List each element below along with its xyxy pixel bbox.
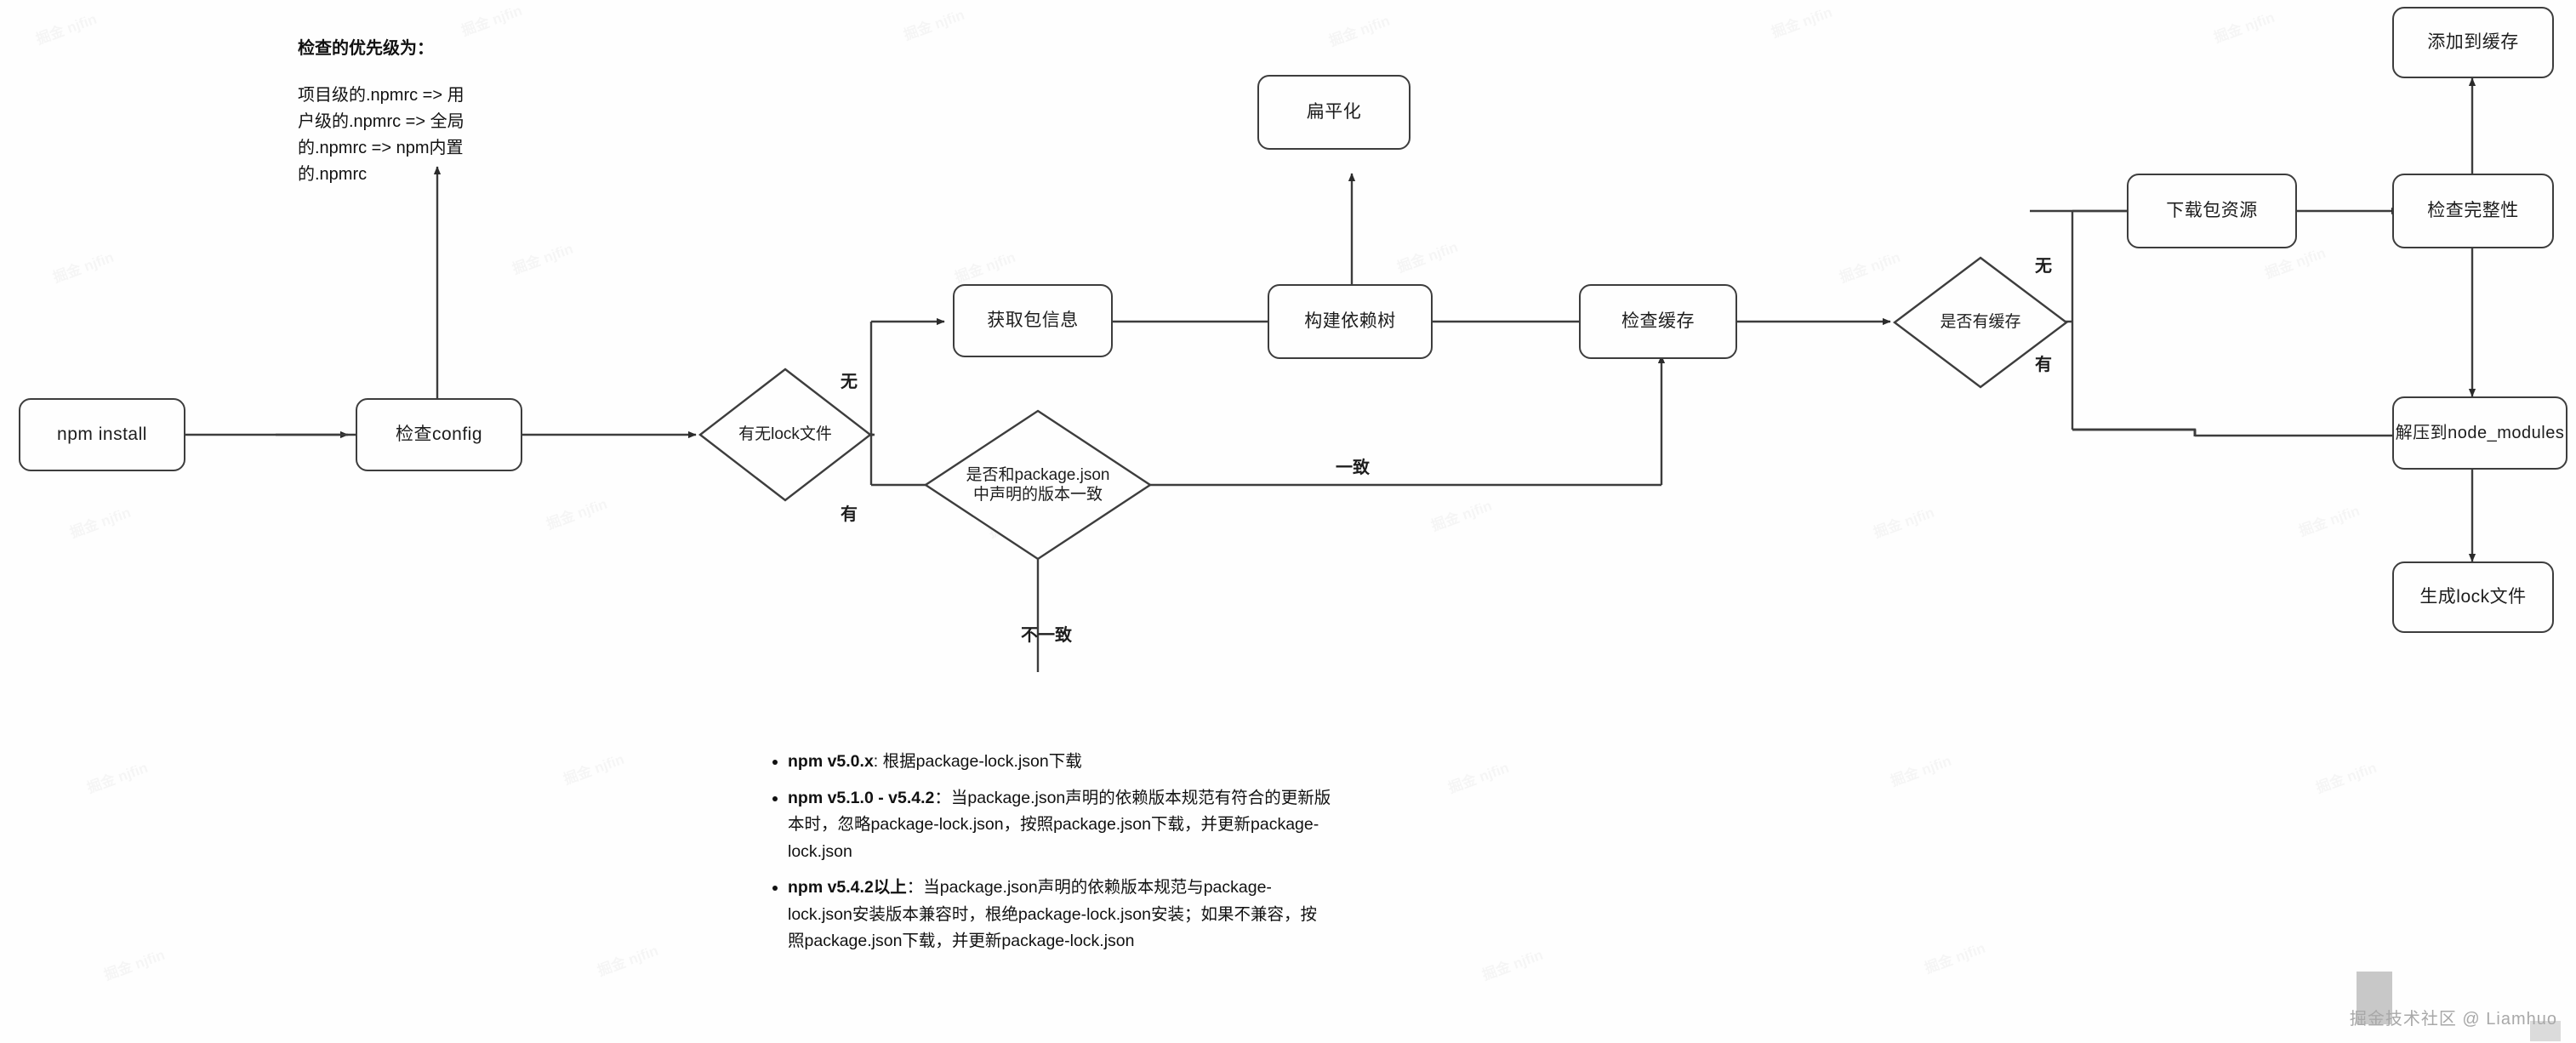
watermark-text: 掘金技术社区 @ Liamhuo [2349, 1010, 2557, 1029]
node-check-cache[interactable]: 检查缓存 [1579, 284, 1737, 359]
watermark-block [2357, 972, 2392, 1024]
decision-label-line2: 中声明的版本一致 [972, 486, 1103, 504]
background-watermark: 掘金 njfin [100, 943, 168, 984]
background-watermark: 掘金 njfin [2210, 5, 2277, 47]
node-label: 构建依赖树 [1304, 311, 1396, 331]
node-label: 添加到缓存 [2427, 31, 2519, 52]
background-watermark: 掘金 njfin [509, 237, 576, 278]
background-watermark: 掘金 njfin [2295, 499, 2362, 540]
background-watermark: 掘金 njfin [2312, 755, 2379, 797]
decision-label-line1: 是否和package.json [966, 465, 1110, 484]
background-watermark: 掘金 njfin [1870, 500, 1937, 542]
background-watermark: 掘金 njfin [1887, 749, 1954, 790]
node-label: 扁平化 [1306, 101, 1362, 122]
list-item-version: npm v5.4.2以上 [788, 878, 907, 898]
decision-has-cache[interactable]: 是否有缓存 [1892, 255, 2069, 390]
background-watermark: 掘金 njfin [66, 500, 134, 542]
node-label: 下载包资源 [2166, 200, 2258, 220]
node-extract-to-node-modules[interactable]: 解压到node_modules [2392, 396, 2567, 470]
list-item: npm v5.0.x: 根据package-lock.json下载 [788, 749, 1332, 776]
node-download-package[interactable]: 下载包资源 [2127, 174, 2297, 248]
watermark-block [2530, 1021, 2561, 1041]
decision-label: 有无lock文件 [738, 425, 832, 444]
node-add-to-cache[interactable]: 添加到缓存 [2392, 7, 2554, 78]
decision-label: 是否有缓存 [1940, 313, 2021, 332]
node-label: 检查完整性 [2427, 200, 2519, 220]
background-watermark: 掘金 njfin [1393, 235, 1461, 276]
background-watermark: 掘金 njfin [951, 245, 1018, 287]
background-watermark: 掘金 njfin [900, 3, 967, 44]
decision-has-lock-file[interactable]: 有无lock文件 [698, 367, 873, 503]
background-watermark: 掘金 njfin [458, 0, 525, 40]
background-watermark: 掘金 njfin [32, 7, 100, 48]
background-watermark: 掘金 njfin [83, 755, 151, 797]
node-generate-lock-file[interactable]: 生成lock文件 [2392, 561, 2554, 633]
diamond-shape [1893, 256, 2068, 389]
node-label: 检查缓存 [1621, 311, 1695, 331]
background-watermark: 掘金 njfin [49, 245, 117, 287]
edge-label-cache-none: 无 [2035, 257, 2052, 276]
node-check-integrity[interactable]: 检查完整性 [2392, 174, 2554, 248]
background-watermark: 掘金 njfin [1479, 943, 1546, 984]
list-item-version: npm v5.0.x [788, 752, 874, 771]
list-item-desc: : 根据package-lock.json下载 [873, 752, 1082, 771]
node-label: 获取包信息 [987, 310, 1079, 330]
background-watermark: 掘金 njfin [560, 747, 627, 789]
diamond-shape [923, 409, 1153, 561]
background-watermark: 掘金 njfin [1428, 493, 1495, 535]
node-label: npm install [57, 424, 147, 444]
priority-note-body: 项目级的.npmrc => 用户级的.npmrc => 全局的.npmrc =>… [298, 86, 464, 184]
background-watermark: 掘金 njfin [1325, 9, 1393, 50]
npm-version-notes-list: npm v5.0.x: 根据package-lock.json下载 npm v5… [766, 749, 1361, 955]
diamond-shape [698, 368, 872, 502]
background-watermark: 掘金 njfin [1768, 0, 1835, 42]
edge-label-cache-has: 有 [2035, 356, 2052, 374]
decision-label: 是否和package.json 中声明的版本一致 [966, 465, 1110, 504]
npm-version-notes: npm v5.0.x: 根据package-lock.json下载 npm v5… [766, 749, 1361, 965]
node-label: 检查config [395, 424, 483, 444]
edge-label-lock-none: 无 [841, 373, 858, 391]
priority-note: 检查的优先级为： 项目级的.npmrc => 用户级的.npmrc => 全局的… [298, 36, 578, 188]
node-check-config[interactable]: 检查config [356, 398, 522, 471]
list-item-version: npm v5.1.0 - v5.4.2 [788, 788, 935, 807]
background-watermark: 掘金 njfin [543, 492, 610, 533]
node-flatten[interactable]: 扁平化 [1257, 75, 1411, 150]
list-item: npm v5.4.2以上：当package.json声明的依赖版本规范与pack… [788, 875, 1332, 955]
node-build-dependency-tree[interactable]: 构建依赖树 [1268, 284, 1433, 359]
list-item: npm v5.1.0 - v5.4.2：当package.json声明的依赖版本… [788, 785, 1332, 866]
background-watermark: 掘金 njfin [594, 938, 661, 980]
priority-note-heading: 检查的优先级为： [298, 39, 434, 58]
background-watermark: 掘金 njfin [1921, 936, 1988, 977]
edge-label-lock-has: 有 [841, 505, 858, 524]
list-item-desc: ：当package.json声明的依赖版本规范与package-lock.jso… [788, 878, 1317, 951]
node-label: 解压到node_modules [2395, 423, 2565, 442]
node-label: 生成lock文件 [2419, 586, 2527, 607]
edge-label-inconsistent: 不一致 [1021, 626, 1072, 645]
list-item-desc: ：当package.json声明的依赖版本规范有符合的更新版本时，忽略packa… [788, 788, 1331, 861]
node-get-package-info[interactable]: 获取包信息 [953, 284, 1113, 357]
background-watermark: 掘金 njfin [1445, 755, 1512, 797]
edge-label-consistent: 一致 [1336, 459, 1370, 477]
node-npm-install[interactable]: npm install [19, 398, 185, 471]
decision-version-match[interactable]: 是否和package.json 中声明的版本一致 [923, 408, 1153, 561]
